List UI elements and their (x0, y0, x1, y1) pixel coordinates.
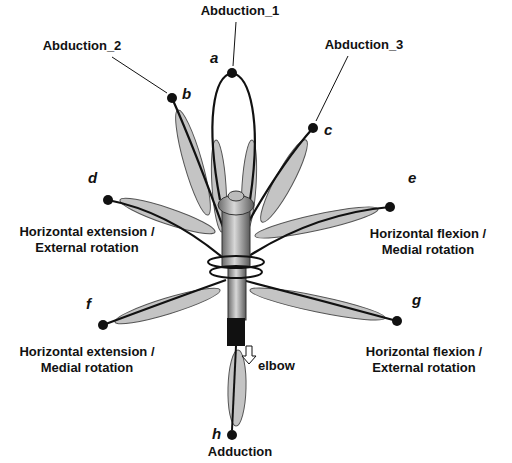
motion-label: Abduction_2 (43, 38, 122, 54)
motion-label: Horizontal flexion / Medial rotation (348, 226, 508, 258)
muscle-leaves (113, 108, 387, 427)
motion-label: Abduction_1 (201, 3, 280, 19)
motion-label: Abduction_3 (325, 37, 404, 53)
point-letter: f (86, 296, 91, 312)
motion-label: Horizontal extension / External rotation (3, 224, 171, 256)
point-letter: g (412, 292, 421, 308)
point-letter: e (408, 170, 416, 186)
muscle-leaf (113, 282, 223, 329)
elbow-arrow (242, 346, 256, 364)
motion-label: Adduction (208, 444, 272, 460)
point-letter: c (324, 122, 332, 138)
muscle-leaf (254, 136, 314, 227)
dots (98, 68, 402, 440)
muscle-leaf (248, 282, 386, 326)
device (208, 191, 264, 430)
point-letter: h (212, 426, 221, 442)
muscle-leaf (169, 108, 216, 218)
leader-lines (112, 22, 348, 121)
motion-label: elbow (258, 358, 295, 374)
point-letter: b (182, 86, 191, 102)
muscle-leaf (227, 350, 247, 426)
motion-label: Horizontal flexion / External rotation (340, 344, 508, 376)
point-letter: a (210, 50, 218, 66)
motion-label: Horizontal extension / Medial rotation (3, 344, 171, 376)
point-letter: d (88, 170, 97, 186)
wires (103, 73, 397, 325)
